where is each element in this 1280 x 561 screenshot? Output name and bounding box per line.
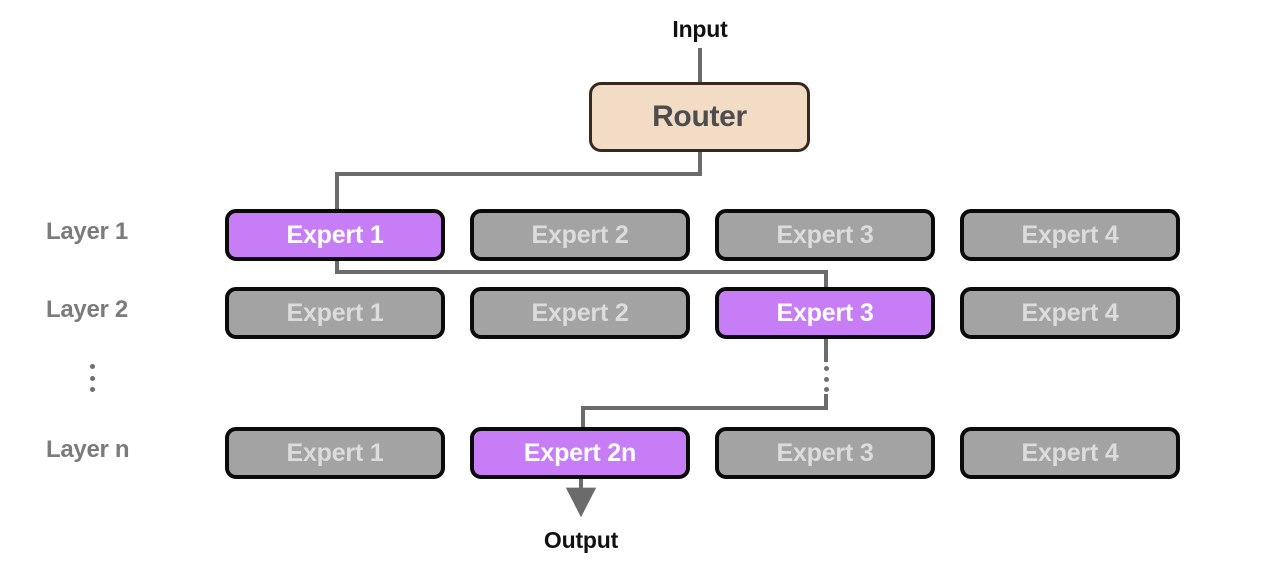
layer2-expert-2[interactable]: Expert 2: [470, 287, 690, 339]
layer1-expert-4[interactable]: Expert 4: [960, 209, 1180, 261]
dot: [89, 387, 95, 392]
input-label: Input: [672, 16, 728, 42]
layern-expert-2n[interactable]: Expert 2n: [470, 427, 690, 479]
expert-label: Expert 3: [776, 438, 874, 467]
expert-label: Expert 2: [531, 220, 629, 249]
expert-label: Expert 2n: [523, 438, 637, 467]
output-label: Output: [543, 527, 619, 553]
layer2-expert-3[interactable]: Expert 3: [715, 287, 935, 339]
dot: [823, 387, 829, 392]
dot: [89, 375, 95, 381]
expert-label: Expert 4: [1021, 438, 1119, 467]
wire-layer1-expert1-to-layer2-expert3: [335, 261, 828, 287]
wire-layer2-expert3-to-layern-expert2n: [581, 394, 828, 427]
expert-label: Expert 2: [531, 298, 629, 327]
dot: [823, 366, 829, 371]
expert-label: Expert 4: [1021, 298, 1119, 327]
layer-label-2: Layer 2: [46, 296, 128, 323]
expert-label: Expert 1: [286, 298, 384, 327]
router-node[interactable]: Router: [589, 82, 810, 152]
expert-label: Expert 1: [286, 220, 384, 249]
expert-label: Expert 4: [1021, 220, 1119, 249]
wire-router-to-layer1-expert1: [335, 152, 702, 209]
dot: [823, 376, 829, 382]
layer-label-1: Layer 1: [46, 218, 128, 245]
router-label: Router: [652, 100, 747, 133]
layer-label-n: Layer n: [46, 436, 130, 463]
layern-expert-4[interactable]: Expert 4: [960, 427, 1180, 479]
expert-label: Expert 3: [776, 220, 874, 249]
layer2-expert-4[interactable]: Expert 4: [960, 287, 1180, 339]
layer2-expert-1[interactable]: Expert 1: [225, 287, 445, 339]
layer1-expert-2[interactable]: Expert 2: [470, 209, 690, 261]
layer-gap-ellipsis-icon: [89, 364, 95, 392]
layer1-expert-3[interactable]: Expert 3: [715, 209, 935, 261]
expert-label: Expert 3: [776, 298, 874, 327]
layern-expert-1[interactable]: Expert 1: [225, 427, 445, 479]
wire-gap-ellipsis-icon: [823, 366, 829, 392]
dot: [89, 364, 95, 369]
expert-label: Expert 1: [286, 438, 384, 467]
layern-expert-3[interactable]: Expert 3: [715, 427, 935, 479]
layer1-expert-1[interactable]: Expert 1: [225, 209, 445, 261]
